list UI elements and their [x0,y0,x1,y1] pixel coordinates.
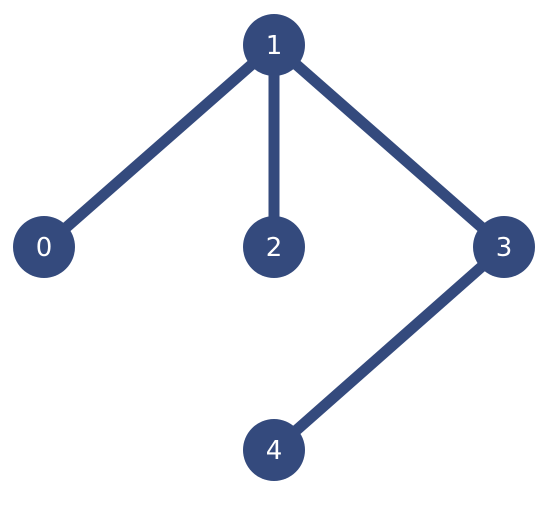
node-4: 4 [243,419,305,481]
node-0: 0 [13,216,75,278]
node-3: 3 [473,216,535,278]
node-label: 4 [266,436,283,466]
edges [40,40,508,455]
node-circle [243,216,305,278]
nodes: 0 1 2 3 4 [13,14,535,481]
edge-3-4 [270,242,508,455]
node-label: 1 [266,31,283,61]
edge-1-0 [40,40,278,252]
node-circle [473,216,535,278]
edge-1-3 [270,40,508,252]
node-1: 1 [243,14,305,76]
node-circle [243,419,305,481]
node-circle [243,14,305,76]
node-label: 2 [266,233,283,263]
node-2: 2 [243,216,305,278]
node-label: 0 [36,233,53,263]
node-circle [13,216,75,278]
node-label: 3 [496,233,513,263]
